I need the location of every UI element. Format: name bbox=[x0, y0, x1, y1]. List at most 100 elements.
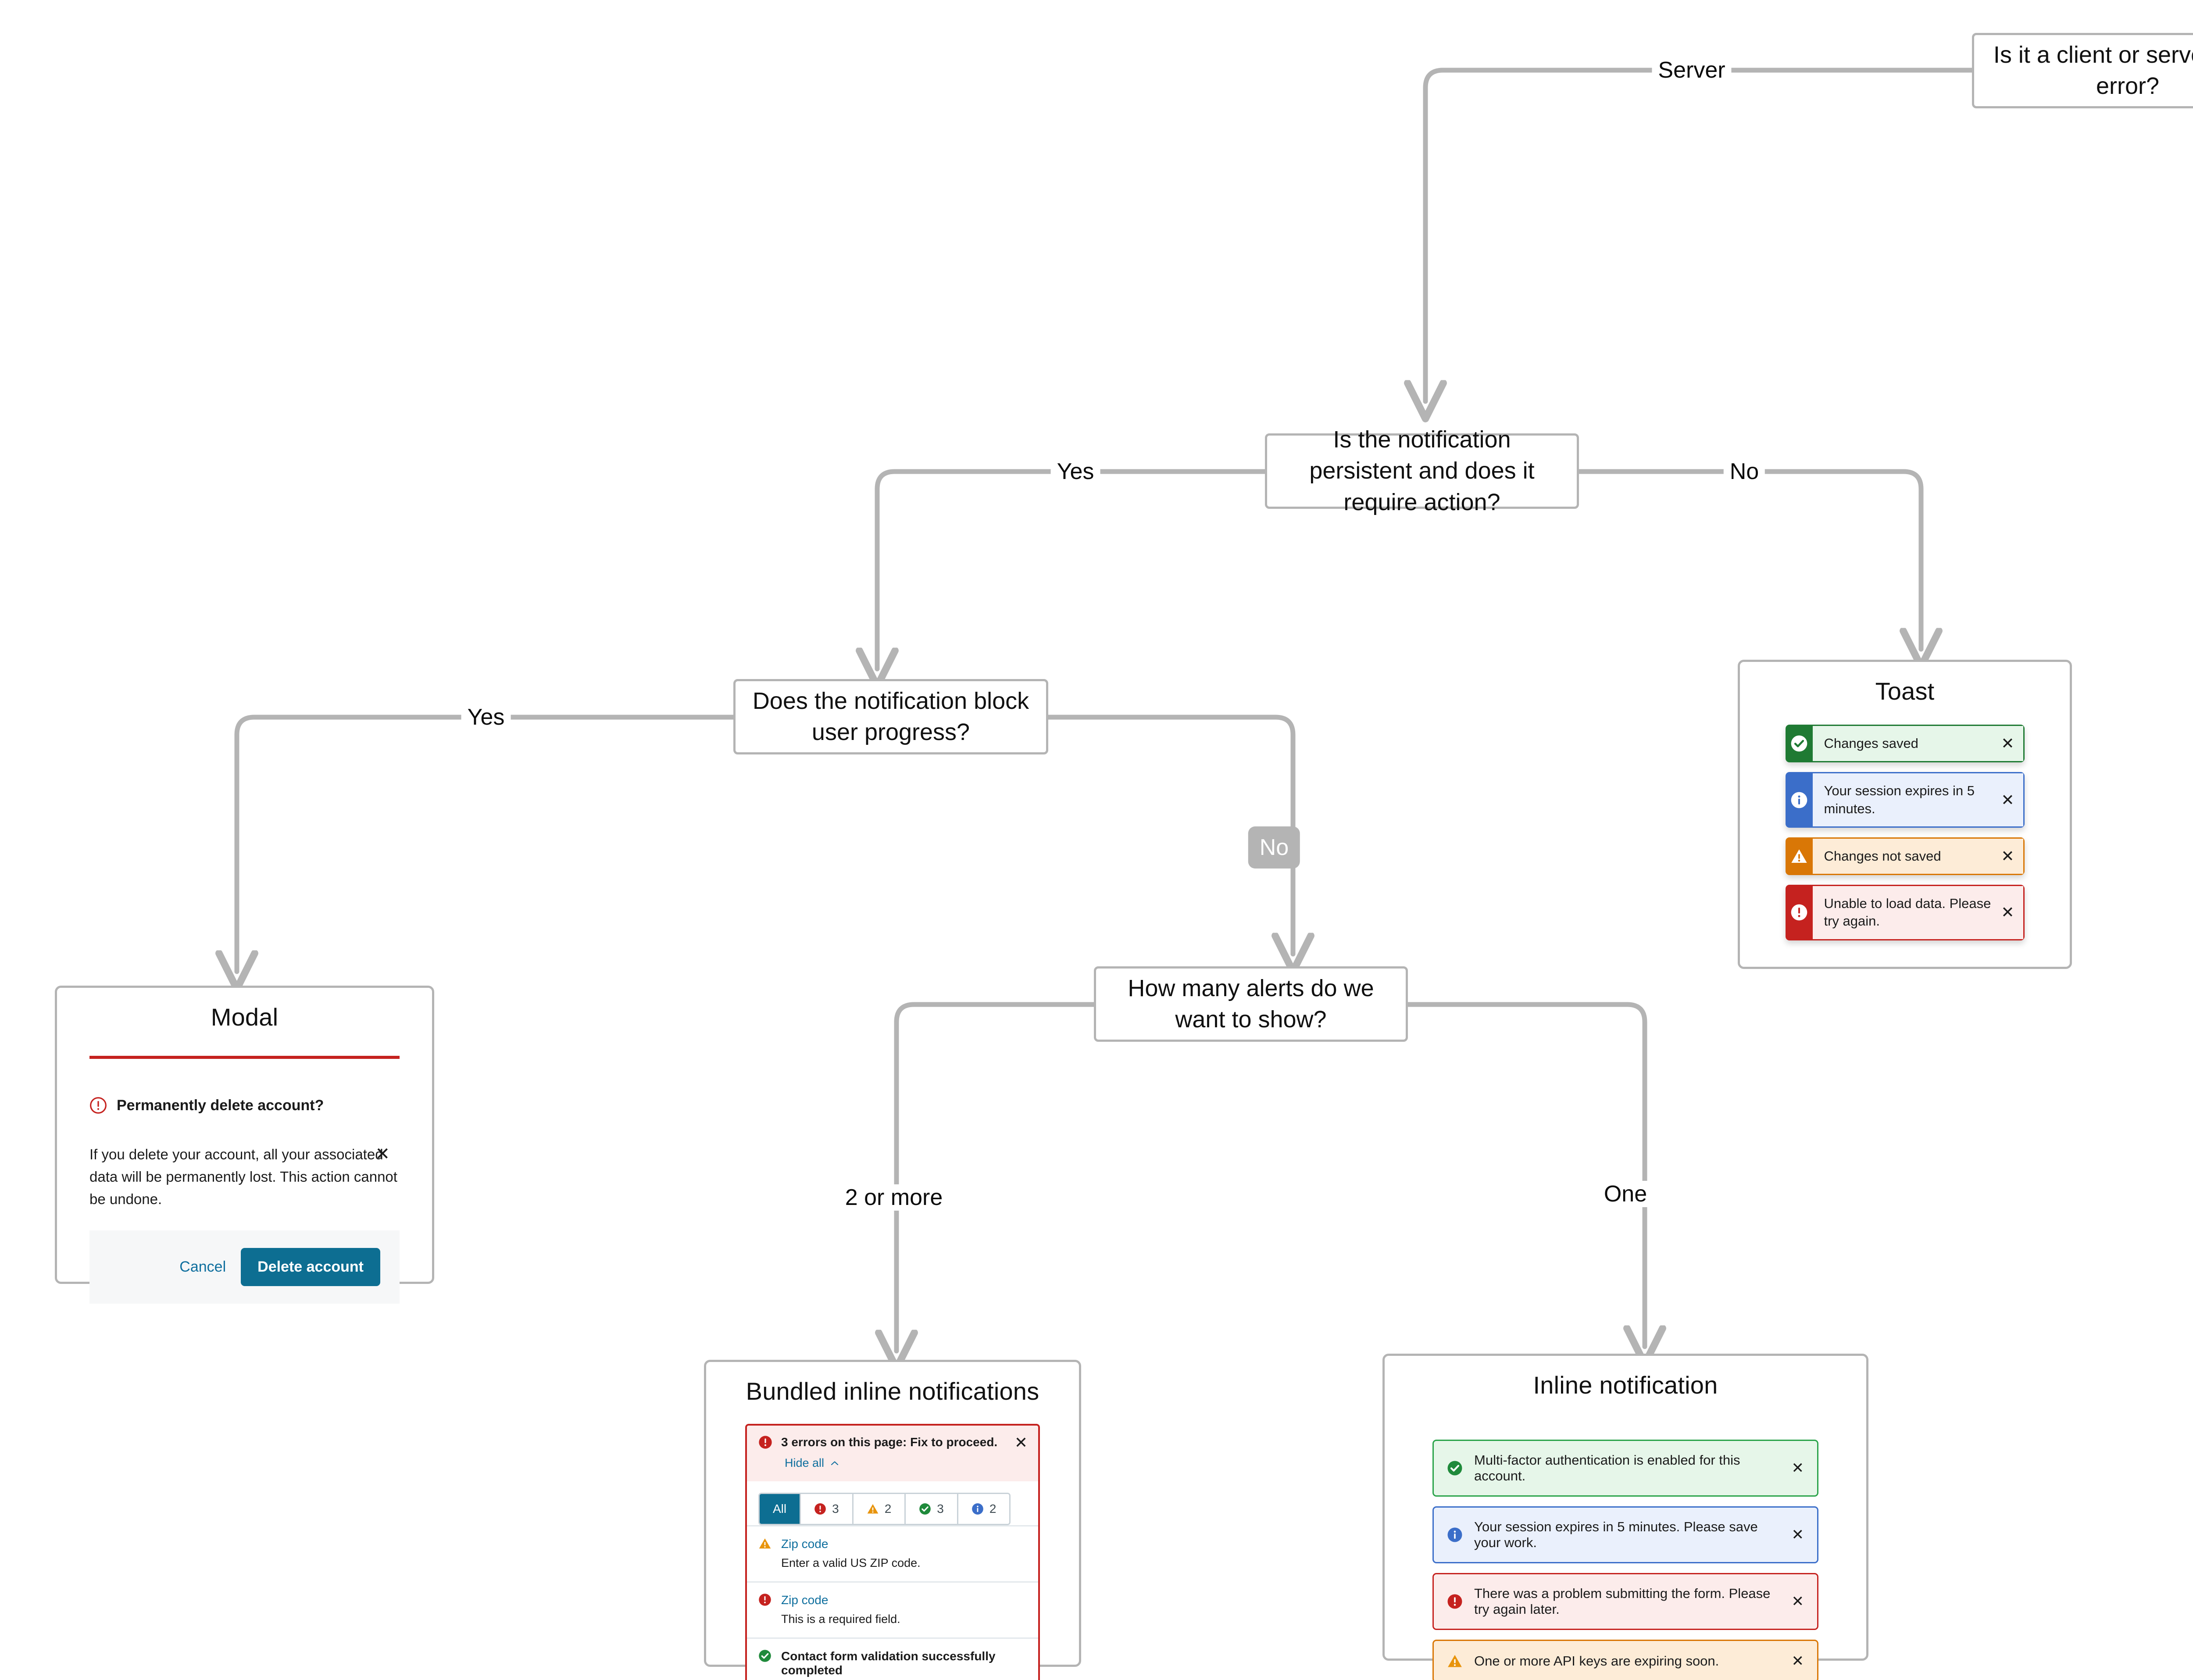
toast-item: Unable to load data. Please try again. ✕ bbox=[1785, 885, 2025, 940]
node-label: How many alerts do we want to show? bbox=[1128, 975, 1374, 1033]
toast-item: Your session expires in 5 minutes. ✕ bbox=[1785, 772, 2025, 828]
toast-message: Your session expires in 5 minutes. bbox=[1824, 783, 1975, 816]
close-icon[interactable]: ✕ bbox=[2001, 734, 2014, 753]
hide-all-label: Hide all bbox=[785, 1456, 825, 1469]
toast-item: Changes saved ✕ bbox=[1785, 725, 2025, 763]
tab-count: 2 bbox=[989, 1502, 996, 1516]
tab-errors[interactable]: 3 bbox=[801, 1494, 854, 1524]
close-icon[interactable]: ✕ bbox=[2001, 847, 2014, 865]
node-label: Does the notification block user progres… bbox=[752, 687, 1029, 745]
bundled-row-title[interactable]: Zip code bbox=[781, 1593, 829, 1607]
close-icon[interactable]: ✕ bbox=[1791, 1460, 1804, 1476]
warning-triangle-icon bbox=[758, 1537, 771, 1550]
close-icon[interactable]: ✕ bbox=[375, 1144, 390, 1164]
panel-title: Modal bbox=[211, 1003, 279, 1031]
node-label: Is the notification persistent and does … bbox=[1309, 426, 1535, 515]
bundled-row: Zip code Enter a valid US ZIP code. bbox=[747, 1525, 1038, 1581]
panel-title: Toast bbox=[1875, 677, 1935, 705]
tab-count: 2 bbox=[884, 1502, 892, 1516]
panel-bundled-inline-notifications: Bundled inline notifications ✕ 3 errors … bbox=[704, 1360, 1081, 1680]
modal-heading-row: Permanently delete account? bbox=[89, 1097, 400, 1114]
error-circle-icon bbox=[1447, 1594, 1463, 1609]
tab-all[interactable]: All bbox=[760, 1494, 801, 1524]
modal-heading: Permanently delete account? bbox=[117, 1097, 324, 1114]
modal-accent-rule bbox=[89, 1056, 400, 1059]
modal-footer: Cancel Delete account bbox=[89, 1230, 400, 1304]
bundled-filter-tabs: All 3 2 bbox=[758, 1493, 1011, 1525]
hide-all-toggle[interactable]: Hide all bbox=[785, 1456, 1027, 1470]
tab-success[interactable]: 3 bbox=[906, 1494, 958, 1524]
info-circle-icon bbox=[971, 1503, 984, 1515]
edge-label-no-persistent: No bbox=[1723, 458, 1765, 485]
toast-message: Changes not saved bbox=[1824, 848, 1941, 864]
check-circle-icon bbox=[1785, 725, 1813, 763]
inline-notification-item: One or more API keys are expiring soon. … bbox=[1432, 1640, 1818, 1680]
tab-label: All bbox=[773, 1502, 787, 1516]
edge-label-server: Server bbox=[1652, 57, 1732, 83]
toast-message: Changes saved bbox=[1824, 736, 1918, 751]
toast-message: Unable to load data. Please try again. bbox=[1824, 896, 1991, 929]
warning-triangle-icon bbox=[1447, 1653, 1463, 1669]
info-circle-icon bbox=[1447, 1527, 1463, 1543]
panel-toast: Toast Changes saved ✕ Yo bbox=[1738, 660, 2072, 969]
bundled-alert-header: ✕ 3 errors on this page: Fix to proceed.… bbox=[747, 1426, 1038, 1481]
edge-label-yes-block: Yes bbox=[461, 704, 511, 730]
bundled-row: Zip code This is a required field. bbox=[747, 1581, 1038, 1637]
check-circle-icon bbox=[919, 1503, 931, 1515]
delete-account-button[interactable]: Delete account bbox=[241, 1248, 380, 1287]
panel-inline-notification: Inline notification Multi-factor authent… bbox=[1382, 1354, 1868, 1680]
inline-notification-item: Your session expires in 5 minutes. Pleas… bbox=[1432, 1506, 1818, 1563]
bundled-summary-text: 3 errors on this page: Fix to proceed. bbox=[781, 1435, 998, 1449]
error-circle-icon bbox=[1785, 885, 1813, 940]
toast-list: Changes saved ✕ Your session expires in … bbox=[1785, 725, 2025, 940]
bundled-alert: ✕ 3 errors on this page: Fix to proceed.… bbox=[745, 1424, 1040, 1680]
decision-node-block-user-progress[interactable]: Does the notification block user progres… bbox=[733, 679, 1048, 754]
warning-triangle-icon bbox=[1785, 837, 1813, 876]
inline-message: Your session expires in 5 minutes. Pleas… bbox=[1474, 1519, 1758, 1550]
bundled-row-title: Contact form validation successfully com… bbox=[781, 1649, 996, 1677]
error-circle-icon bbox=[758, 1435, 772, 1449]
close-icon[interactable]: ✕ bbox=[1014, 1433, 1028, 1451]
bundled-row-desc: Enter a valid US ZIP code. bbox=[781, 1556, 921, 1569]
edge-label-no-block: No bbox=[1248, 826, 1300, 869]
check-circle-icon bbox=[1447, 1460, 1463, 1476]
inline-notification-list: Multi-factor authentication is enabled f… bbox=[1432, 1440, 1818, 1680]
inline-message: Multi-factor authentication is enabled f… bbox=[1474, 1452, 1740, 1483]
error-circle-icon bbox=[758, 1593, 771, 1606]
close-icon[interactable]: ✕ bbox=[1791, 1526, 1804, 1543]
bundled-row-desc: This is a required field. bbox=[781, 1612, 900, 1626]
modal-body-text: If you delete your account, all your ass… bbox=[89, 1146, 397, 1208]
tab-info[interactable]: 2 bbox=[958, 1494, 1010, 1524]
edge-label-yes-persistent: Yes bbox=[1050, 458, 1100, 485]
close-icon[interactable]: ✕ bbox=[1791, 1593, 1804, 1610]
decision-node-how-many-alerts[interactable]: How many alerts do we want to show? bbox=[1094, 966, 1408, 1042]
error-circle-icon bbox=[814, 1503, 826, 1515]
edge-label-two-or-more: 2 or more bbox=[839, 1184, 949, 1211]
tab-warnings[interactable]: 2 bbox=[853, 1494, 906, 1524]
edge-label-one: One bbox=[1597, 1181, 1654, 1207]
close-icon[interactable]: ✕ bbox=[2001, 790, 2014, 809]
close-icon[interactable]: ✕ bbox=[1791, 1653, 1804, 1669]
info-circle-icon bbox=[1785, 772, 1813, 828]
warning-triangle-icon bbox=[867, 1503, 879, 1515]
tab-count: 3 bbox=[832, 1502, 839, 1516]
inline-notification-item: There was a problem submitting the form.… bbox=[1432, 1573, 1818, 1630]
cancel-button[interactable]: Cancel bbox=[179, 1258, 226, 1276]
bundled-row-title[interactable]: Zip code bbox=[781, 1537, 829, 1551]
bundled-row: Contact form validation successfully com… bbox=[747, 1637, 1038, 1680]
tab-count: 3 bbox=[937, 1502, 944, 1516]
check-circle-icon bbox=[758, 1649, 771, 1662]
panel-title: Bundled inline notifications bbox=[746, 1377, 1039, 1405]
inline-message: One or more API keys are expiring soon. bbox=[1474, 1653, 1719, 1669]
inline-notification-item: Multi-factor authentication is enabled f… bbox=[1432, 1440, 1818, 1497]
error-circle-outline-icon bbox=[89, 1097, 107, 1114]
inline-message: There was a problem submitting the form.… bbox=[1474, 1586, 1771, 1617]
panel-title: Inline notification bbox=[1533, 1371, 1718, 1399]
close-icon[interactable]: ✕ bbox=[2001, 903, 2014, 922]
decision-node-persistent-and-action[interactable]: Is the notification persistent and does … bbox=[1265, 426, 1579, 515]
chevron-up-icon bbox=[829, 1458, 840, 1469]
panel-modal: Modal ✕ Permanently delete account? If y… bbox=[55, 986, 434, 1304]
